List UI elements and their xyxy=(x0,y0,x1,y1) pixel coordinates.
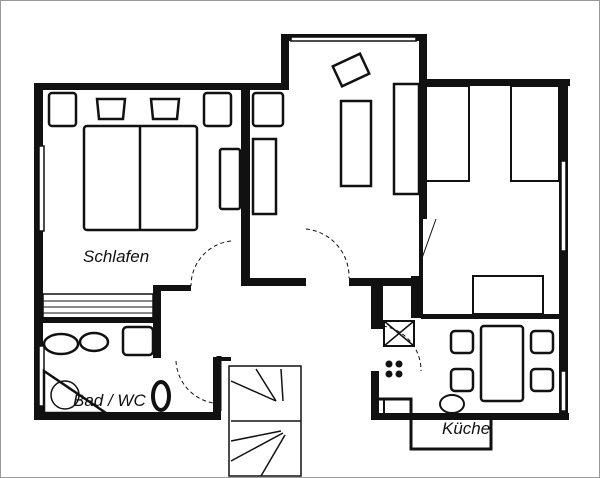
windows xyxy=(38,36,567,412)
walls xyxy=(34,34,570,420)
door-swings xyxy=(175,218,437,404)
stove-burners xyxy=(385,360,403,378)
room-label-kueche: Küche xyxy=(442,419,491,438)
furniture xyxy=(42,52,560,451)
staircase xyxy=(216,356,302,477)
room-label-schlafen: Schlafen xyxy=(83,247,150,266)
room-label-bad: Bad / WC xyxy=(73,391,146,410)
